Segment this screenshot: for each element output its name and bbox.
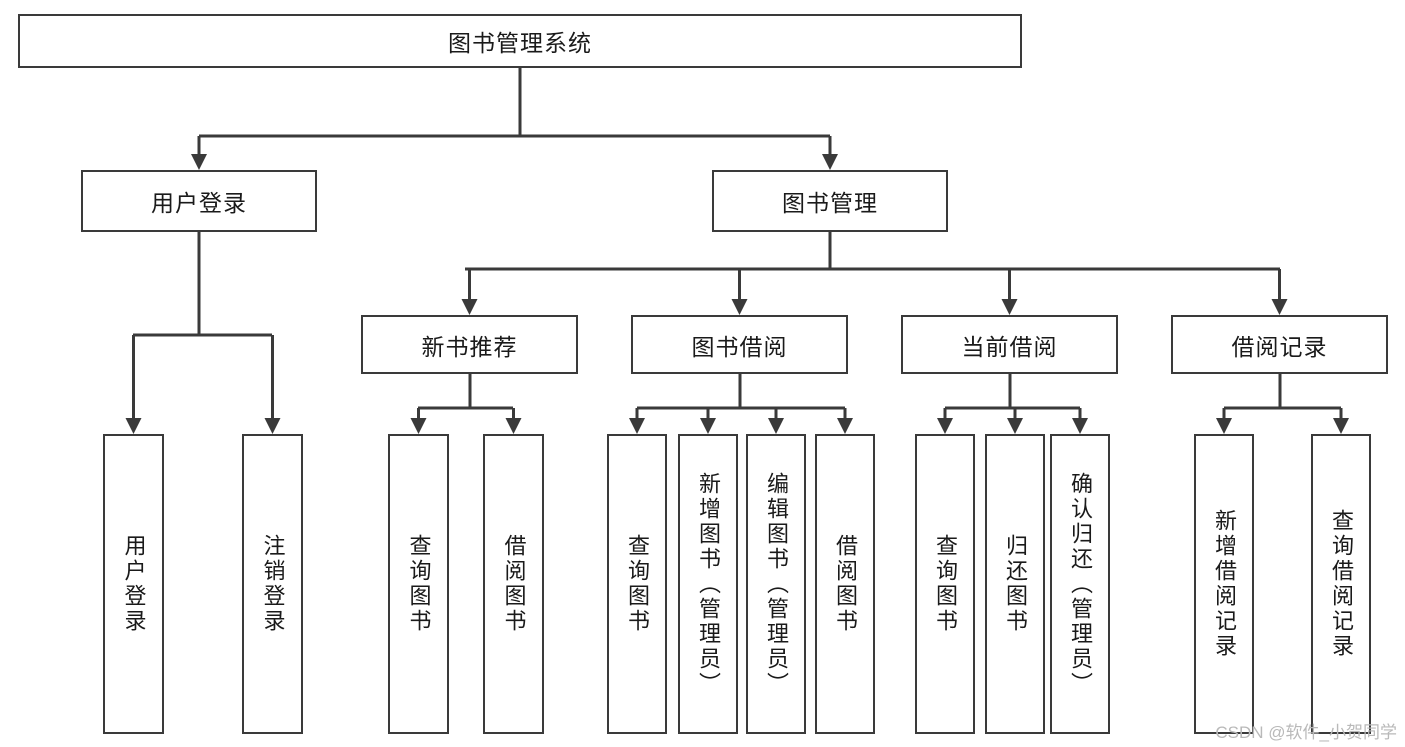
arrow-mgmt-to-level3-2-head	[1001, 299, 1018, 315]
node-level3-2[interactable]: 当前借阅	[901, 315, 1118, 374]
node-leaf-11[interactable]: 新增借阅记录	[1194, 434, 1254, 734]
node-root-label: 图书管理系统	[448, 30, 592, 56]
node-level3-3-label: 借阅记录	[1231, 333, 1328, 360]
node-level3-1-label: 图书借阅	[691, 333, 788, 360]
arrow-record-to-leaf-0-head	[1216, 418, 1232, 434]
node-leaf-9[interactable]: 归还图书	[985, 434, 1045, 734]
node-level3-2-label: 当前借阅	[961, 333, 1058, 360]
watermark: CSDN @软件_小贺同学	[1215, 723, 1397, 742]
arrow-mgmt-to-level3-0-head	[461, 299, 478, 315]
arrow-login-to-leaf-0-head	[125, 418, 142, 434]
node-leaf-10-label: 确认归还（管理员）	[1068, 471, 1093, 697]
arrow-current-to-leaf-2-head	[1072, 418, 1088, 434]
arrow-login-to-leaf-1-head	[264, 418, 281, 434]
arrow-record-to-leaf-1-head	[1333, 418, 1349, 434]
node-leaf-12[interactable]: 查询借阅记录	[1311, 434, 1371, 734]
arrow-current-to-leaf-1-head	[1007, 418, 1023, 434]
node-leaf-4[interactable]: 查询图书	[607, 434, 667, 734]
node-leaf-3[interactable]: 借阅图书	[483, 434, 544, 734]
node-level3-1[interactable]: 图书借阅	[631, 315, 848, 374]
node-leaf-9-label: 归还图书	[1003, 534, 1028, 634]
node-leaf-7-label: 借阅图书	[833, 534, 858, 634]
node-level2-1[interactable]: 图书管理	[712, 170, 948, 232]
arrow-root-to-level2-0-head	[191, 154, 207, 170]
arrow-borrow-to-leaf-3-head	[837, 418, 853, 434]
arrow-newbook-to-leaf-1-head	[505, 418, 522, 434]
node-leaf-8[interactable]: 查询图书	[915, 434, 975, 734]
node-leaf-5-label: 新增图书（管理员）	[696, 471, 721, 697]
node-root[interactable]: 图书管理系统	[18, 14, 1022, 68]
node-leaf-8-label: 查询图书	[933, 534, 958, 634]
node-level2-0-label: 用户登录	[151, 190, 247, 216]
arrow-mgmt-to-level3-1-head	[731, 299, 748, 315]
node-level2-0[interactable]: 用户登录	[81, 170, 317, 232]
node-level3-0-label: 新书推荐	[421, 333, 518, 360]
arrow-borrow-to-leaf-2-head	[768, 418, 784, 434]
node-leaf-4-label: 查询图书	[625, 534, 650, 634]
node-leaf-12-label: 查询借阅记录	[1329, 509, 1354, 659]
node-leaf-2[interactable]: 查询图书	[388, 434, 449, 734]
node-leaf-3-label: 借阅图书	[501, 534, 527, 634]
arrow-mgmt-to-level3-3-head	[1271, 299, 1288, 315]
node-level3-0[interactable]: 新书推荐	[361, 315, 578, 374]
node-leaf-1-label: 注销登录	[260, 534, 286, 634]
arrow-current-to-leaf-0-head	[937, 418, 953, 434]
node-leaf-5[interactable]: 新增图书（管理员）	[678, 434, 738, 734]
node-leaf-11-label: 新增借阅记录	[1212, 509, 1237, 659]
arrow-root-to-level2-1-head	[822, 154, 838, 170]
node-level3-3[interactable]: 借阅记录	[1171, 315, 1388, 374]
node-leaf-1[interactable]: 注销登录	[242, 434, 303, 734]
arrow-newbook-to-leaf-0-head	[410, 418, 427, 434]
node-leaf-10[interactable]: 确认归还（管理员）	[1050, 434, 1110, 734]
node-leaf-0[interactable]: 用户登录	[103, 434, 164, 734]
node-leaf-6-label: 编辑图书（管理员）	[764, 471, 789, 697]
arrow-borrow-to-leaf-0-head	[629, 418, 645, 434]
node-leaf-7[interactable]: 借阅图书	[815, 434, 875, 734]
node-leaf-0-label: 用户登录	[121, 534, 147, 634]
node-level2-1-label: 图书管理	[782, 190, 878, 216]
arrow-borrow-to-leaf-1-head	[700, 418, 716, 434]
node-leaf-2-label: 查询图书	[406, 534, 432, 634]
node-leaf-6[interactable]: 编辑图书（管理员）	[746, 434, 806, 734]
